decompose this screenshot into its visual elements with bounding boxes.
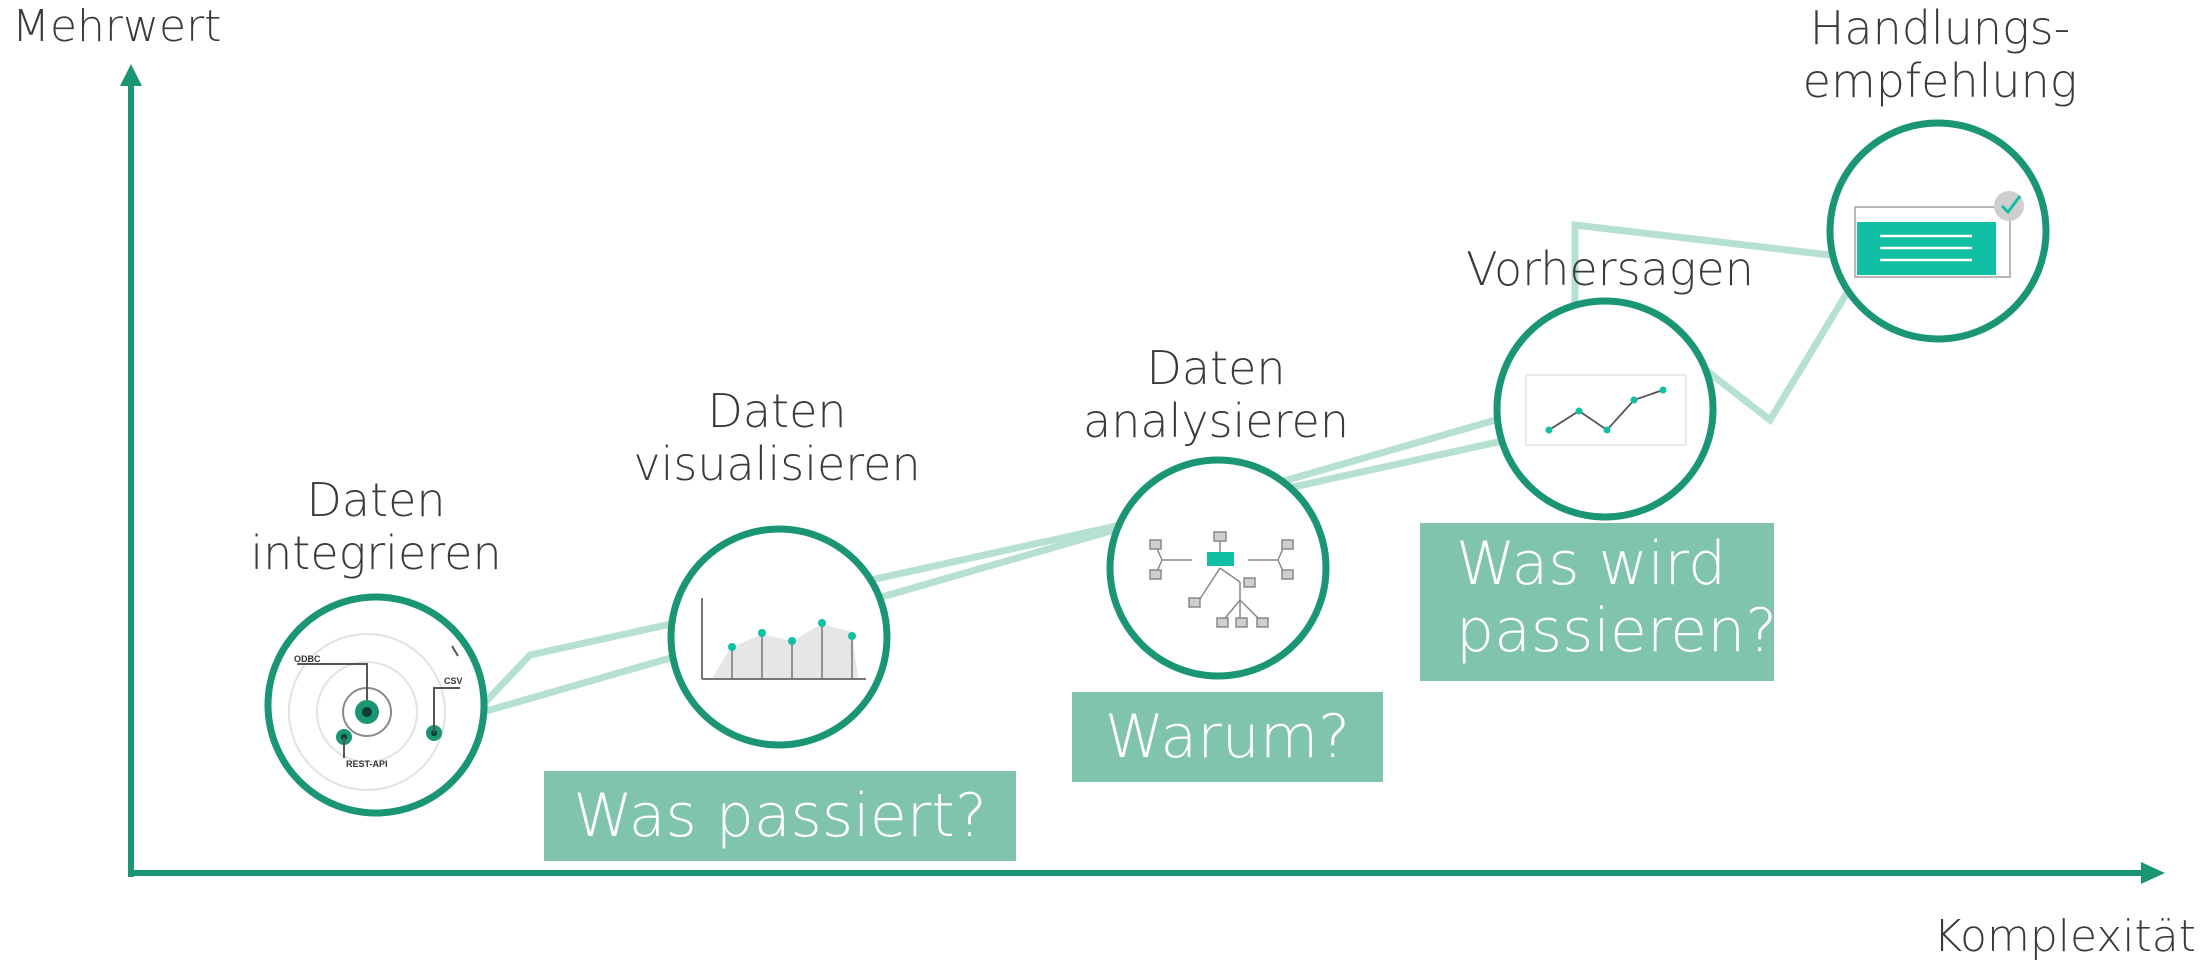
csv-label: CSV: [444, 676, 463, 686]
stage-label-integrieren: Daten integrieren: [250, 473, 502, 580]
line-chart-icon: [1525, 374, 1687, 446]
rest-api-label: REST-API: [346, 759, 388, 769]
stage-label-vorhersagen: Vorhersagen: [1466, 242, 1754, 296]
stage-circle-visualisieren: [667, 525, 891, 749]
stage-label-handlungsempfehlung: Handlungs- empfehlung: [1802, 1, 2078, 108]
x-axis: [128, 862, 2165, 884]
stage-circle-analysieren: [1106, 456, 1330, 680]
area-chart-icon: [701, 598, 866, 680]
stage-label-analysieren: Daten analysieren: [1083, 341, 1349, 448]
x-axis-label: Komplexität: [1933, 911, 2196, 962]
data-integration-icon: ODBC CSV REST-API: [288, 633, 463, 791]
question-box-was-wird-passieren: Was wird passieren?: [1420, 523, 1777, 681]
y-axis-label: Mehrwert: [12, 1, 222, 52]
y-axis: [120, 64, 142, 877]
stage-label-visualisieren: Daten visualisieren: [633, 384, 921, 491]
odbc-label: ODBC: [294, 654, 321, 664]
question-box-warum: Warum?: [1072, 692, 1383, 782]
recommendation-card-icon: [1854, 191, 2024, 278]
stage-circle-handlungsempfehlung: [1826, 119, 2050, 343]
question-box-was-passiert: Was passiert?: [544, 771, 1016, 861]
stage-circle-vorhersagen: [1493, 297, 1717, 521]
stage-circle-integrieren: ODBC CSV REST-API: [264, 593, 488, 817]
tree-diagram-icon: [1149, 531, 1294, 628]
